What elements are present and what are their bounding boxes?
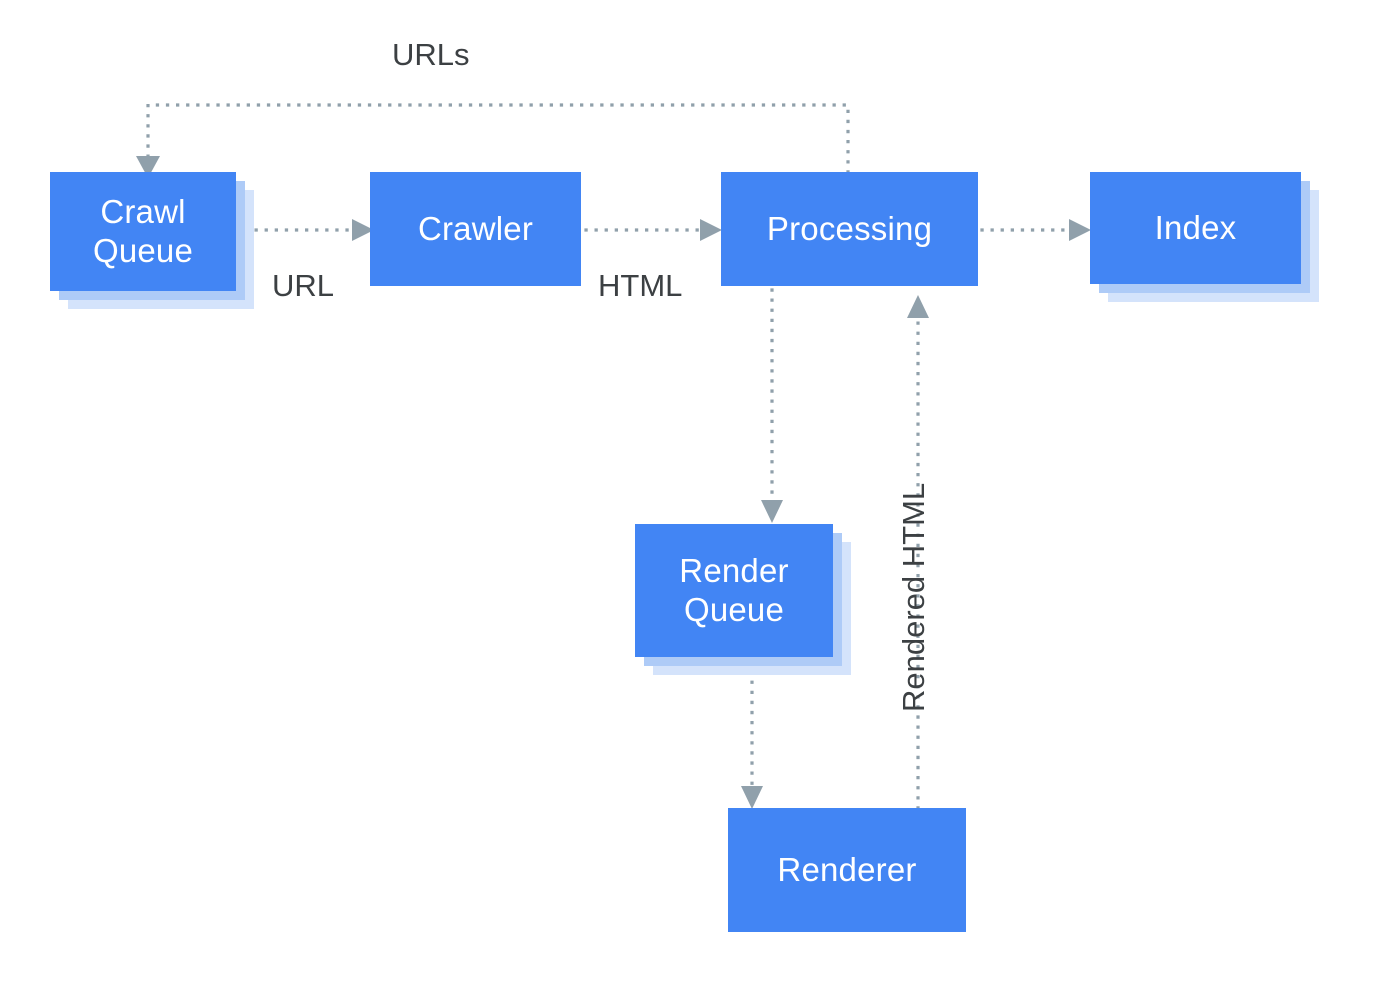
edge-label-urls: URLs xyxy=(392,37,470,72)
node-crawl-queue[interactable]: Crawl Queue xyxy=(50,172,254,309)
index-card: Index xyxy=(1090,172,1301,284)
renderer-card: Renderer xyxy=(728,808,966,932)
edge-label-url: URL xyxy=(272,268,335,303)
edge-to-render-queue-arrowhead xyxy=(761,500,783,523)
crawler-label: Crawler xyxy=(417,209,534,247)
renderer-label: Renderer xyxy=(777,850,917,888)
edge-to-renderer-arrowhead xyxy=(741,786,763,809)
processing-label: Processing xyxy=(766,209,933,247)
node-processing[interactable]: Processing xyxy=(721,172,978,286)
crawl-queue-card: Crawl Queue xyxy=(50,172,236,291)
edge-label-rendered-html: Rendered HTML xyxy=(896,482,931,712)
render-queue-label: Render Queue xyxy=(679,551,789,628)
node-crawler[interactable]: Crawler xyxy=(370,172,581,286)
crawler-card: Crawler xyxy=(370,172,581,286)
processing-card: Processing xyxy=(721,172,978,286)
node-render-queue[interactable]: Render Queue xyxy=(635,524,851,675)
edge-urls-path xyxy=(146,103,850,174)
edge-html-arrowhead xyxy=(700,219,722,241)
edge-to-index-arrowhead xyxy=(1069,219,1091,241)
crawl-queue-label: Crawl Queue xyxy=(92,192,194,269)
edge-label-html: HTML xyxy=(598,268,683,303)
edge-rendered-html-arrowhead xyxy=(907,295,929,318)
node-index[interactable]: Index xyxy=(1090,172,1319,302)
index-label: Index xyxy=(1154,208,1237,246)
node-renderer[interactable]: Renderer xyxy=(728,808,966,932)
render-queue-card: Render Queue xyxy=(635,524,833,657)
